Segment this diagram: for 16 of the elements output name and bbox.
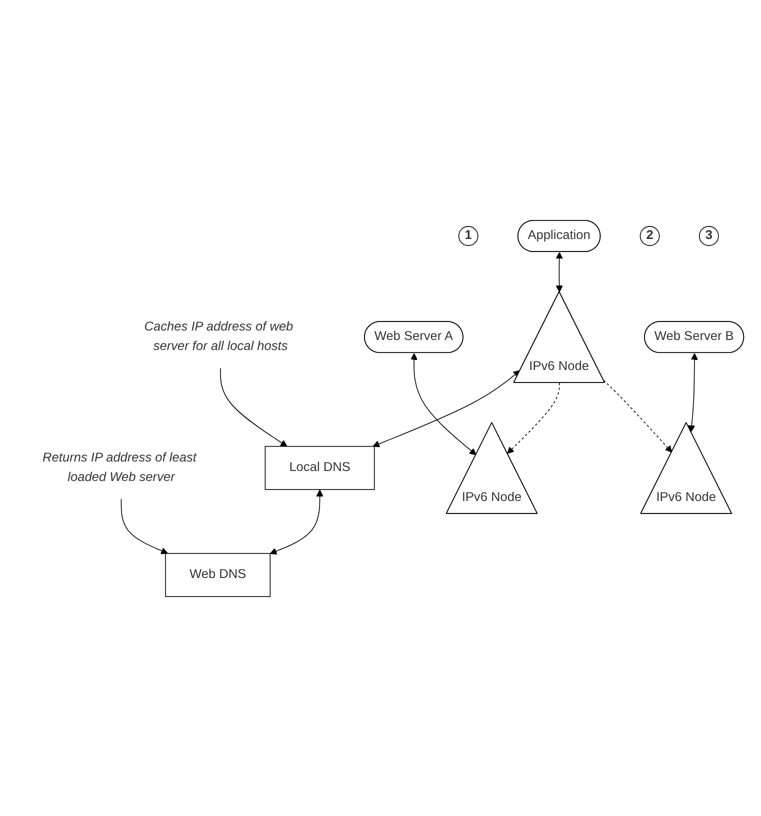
node-circle: 2: [640, 226, 660, 246]
arrow: [220, 367, 288, 446]
node-box: Local DNS: [264, 445, 375, 490]
arrow: [270, 489, 324, 554]
node-circle: 3: [698, 226, 719, 246]
arrow: [603, 379, 672, 452]
arrow: [688, 352, 698, 432]
node-box: Web DNS: [165, 552, 271, 596]
node-text: Caches IP address of web server for all local hosts: [144, 320, 294, 353]
arrow: [372, 370, 520, 447]
node-text: Returns IP address of least loaded Web server: [42, 450, 196, 484]
arrow: [507, 382, 560, 454]
arrow: [556, 251, 563, 292]
node-circle: 1: [458, 226, 478, 246]
arrow: [120, 498, 168, 554]
arrow: [410, 352, 476, 455]
